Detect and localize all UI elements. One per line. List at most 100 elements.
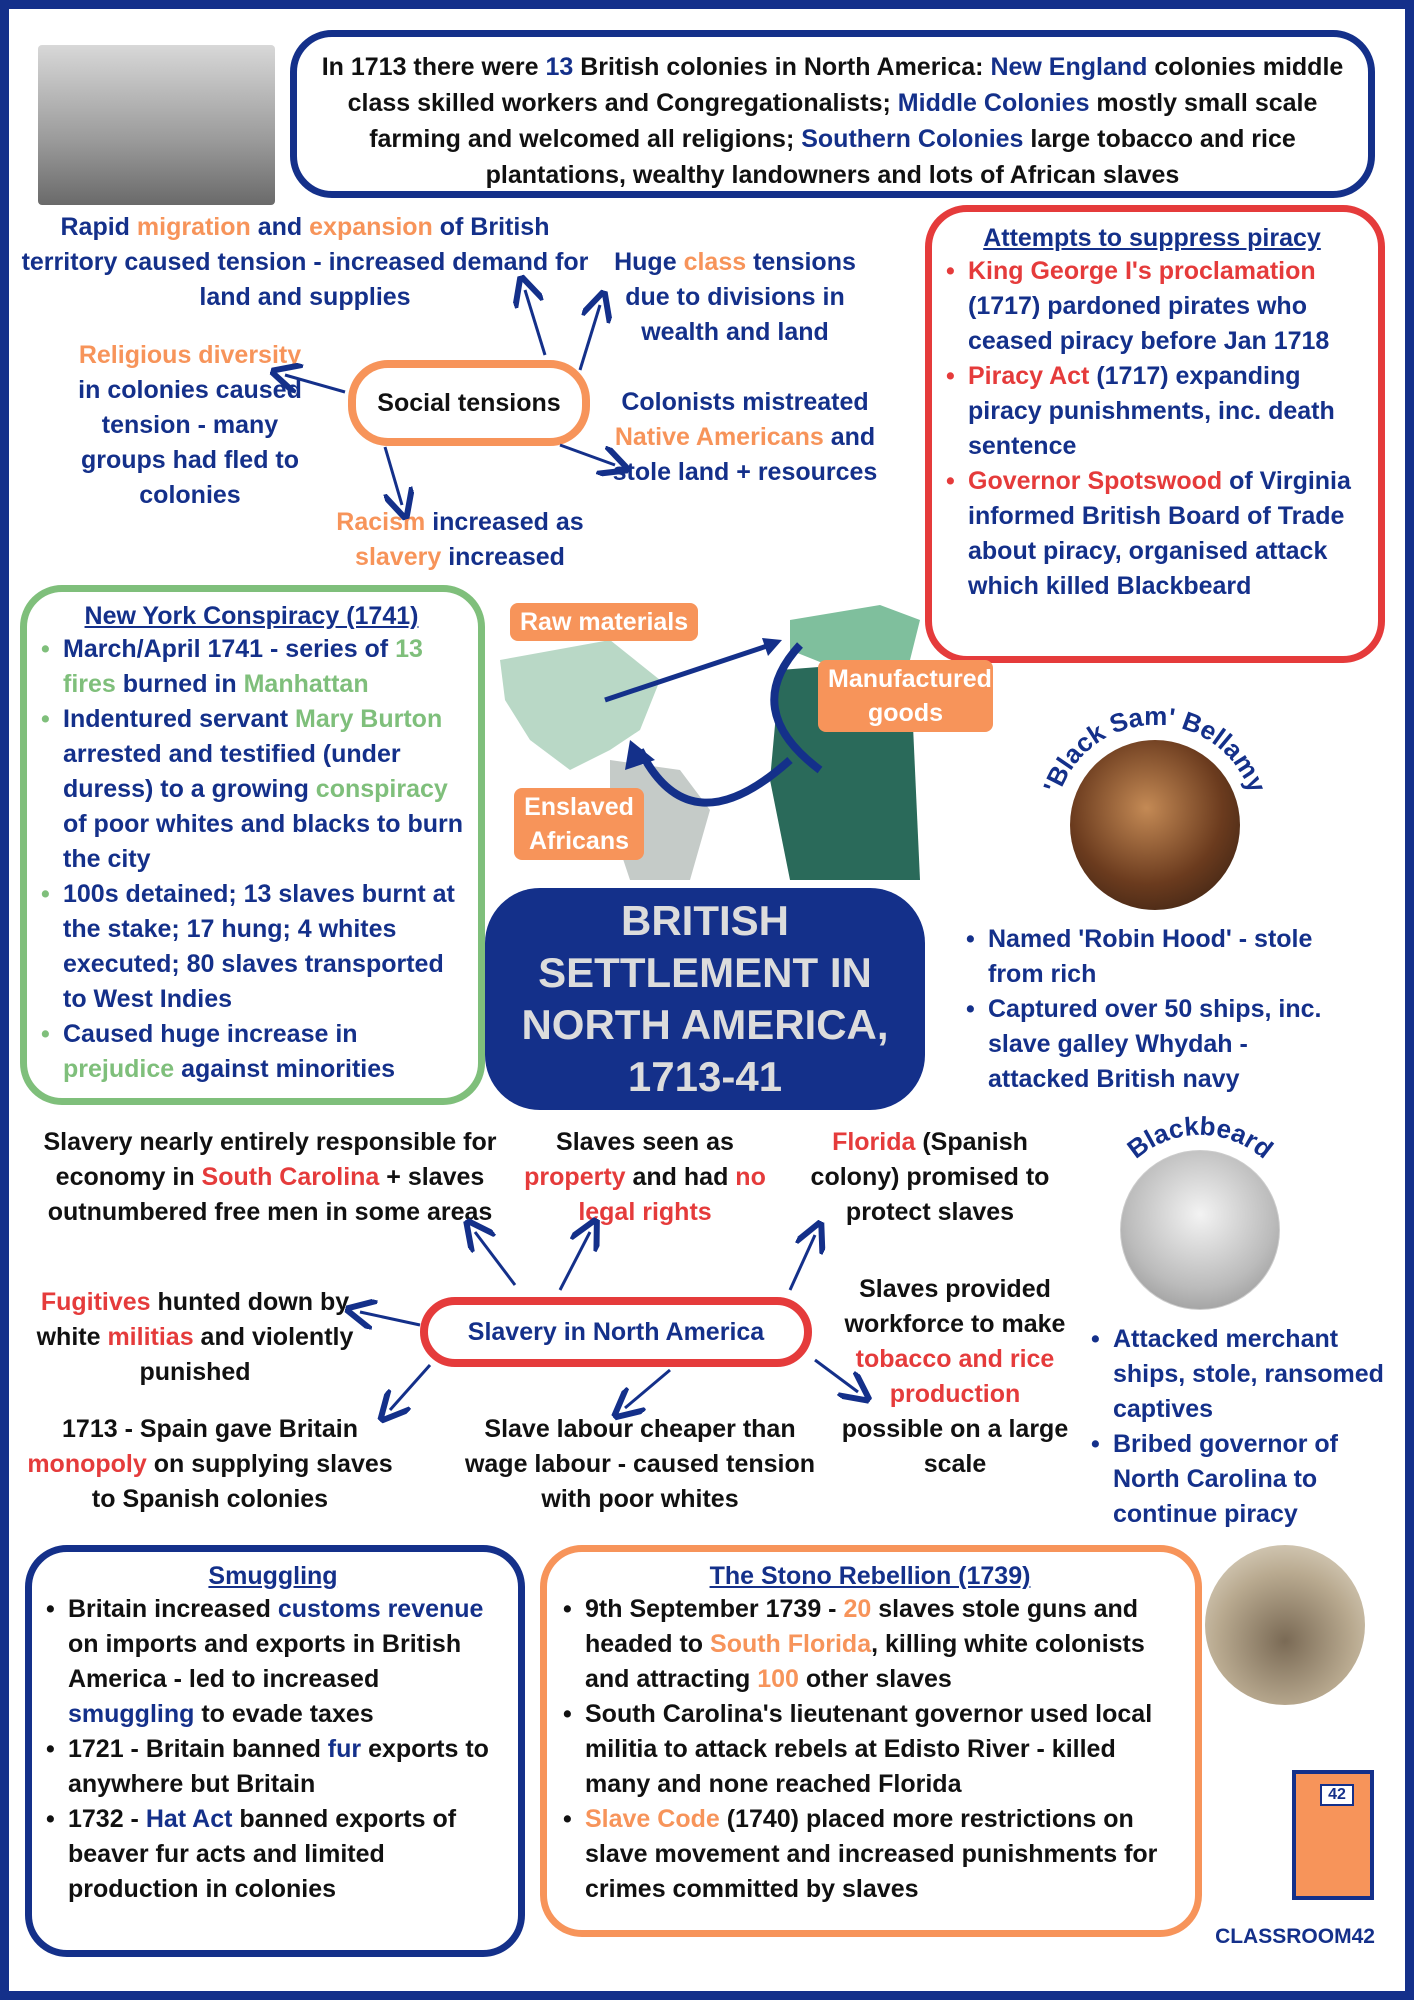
text-segment: exports to anywhere but Britain — [68, 1735, 489, 1798]
ny-conspiracy-box: New York Conspiracy (1741) March/April 1… — [20, 585, 485, 1105]
text-segment: , killing white colonists and attracting — [585, 1630, 1145, 1693]
enslaved-africans-arrowhead — [625, 740, 655, 770]
smuggling-box: Smuggling Britain increased customs reve… — [25, 1545, 525, 1957]
text-segment: in colonies caused tension - many groups… — [78, 376, 302, 509]
bullet-text: Piracy Act (1717) expanding piracy punis… — [968, 362, 1335, 460]
text-segment: arrested and testified (under duress) to… — [63, 740, 401, 803]
text-segment: Manhattan — [243, 670, 369, 698]
text-segment: colonies middle class skilled workers an… — [347, 53, 1344, 117]
text-segment: smuggling — [68, 1700, 195, 1728]
bullet-text: Captured over 50 ships, inc. slave galle… — [988, 995, 1321, 1093]
slavery-label: Slavery in North America — [467, 1317, 765, 1346]
text-segment: Caused huge increase in — [63, 1020, 358, 1048]
manufactured-goods-arrow — [770, 642, 823, 774]
text-segment: against minorities — [174, 1055, 396, 1083]
bullet-item: King George I's proclamation (1717) pard… — [940, 254, 1364, 359]
text-segment: 1721 - Britain banned — [68, 1735, 328, 1763]
piracy-heading: Attempts to suppress piracy — [983, 224, 1321, 252]
ny-heading: New York Conspiracy (1741) — [84, 602, 419, 630]
text-segment: Bribed governor of North Carolina to con… — [1113, 1430, 1339, 1528]
page-title: BRITISH SETTLEMENT IN NORTH AMERICA, 171… — [521, 897, 889, 1100]
arrow-property — [558, 1232, 590, 1291]
text-segment: + slaves outnumbered free men in some ar… — [47, 1163, 493, 1226]
bullet-text: 9th September 1739 - 20 slaves stole gun… — [585, 1595, 1145, 1693]
blackbeard-portrait — [1120, 1150, 1280, 1310]
text-segment: (Spanish colony) promised to protect sla… — [810, 1128, 1050, 1226]
bullet-item: March/April 1741 - series of 13 fires bu… — [35, 632, 468, 702]
text-segment: 9th September 1739 - — [585, 1595, 844, 1623]
racism-note: Racism increased as slavery increased — [310, 505, 610, 575]
stono-box: The Stono Rebellion (1739) 9th September… — [540, 1545, 1202, 1937]
text-segment: Florida — [832, 1128, 916, 1156]
arrow-cheaper — [625, 1368, 671, 1408]
bullet-item: Governor Spotswood of Virginia informed … — [940, 464, 1364, 604]
class-note: Huge class tensions due to divisions in … — [590, 245, 880, 350]
svg-text:Blackbeard: Blackbeard — [1121, 1111, 1278, 1165]
text-segment: Huge — [614, 248, 684, 276]
blackbeard-list: Attacked merchant ships, stole, ransomed… — [1085, 1322, 1385, 1532]
bullet-item: Captured over 50 ships, inc. slave galle… — [960, 992, 1330, 1097]
text-segment: 1713 - Spain gave Britain — [62, 1415, 358, 1443]
rebellion-painting — [1205, 1545, 1365, 1705]
text-segment: of British territory caused tension - in… — [21, 213, 589, 311]
manufactured-goods-text: Manufactured goods — [828, 665, 992, 727]
bullet-text: King George I's proclamation (1717) pard… — [968, 257, 1329, 355]
svg-text:'Black Sam' Bellamy: 'Black Sam' Bellamy — [1037, 701, 1273, 797]
migration-note: Rapid migration and expansion of British… — [20, 210, 590, 315]
text-segment: increased as — [425, 508, 584, 536]
workforce-note: Slaves provided workforce to make tobacc… — [840, 1272, 1070, 1482]
text-segment: on imports and exports in British Americ… — [68, 1630, 462, 1693]
bullet-text: March/April 1741 - series of 13 fires bu… — [63, 635, 423, 698]
text-segment: and violently punished — [139, 1323, 354, 1386]
text-segment: 100 — [757, 1665, 799, 1693]
bullet-item: South Carolina's lieutenant governor use… — [557, 1697, 1183, 1802]
bullet-text: Britain increased customs revenue on imp… — [68, 1595, 483, 1728]
bullet-item: Slave Code (1740) placed more restrictio… — [557, 1802, 1183, 1907]
arrow-spain — [390, 1364, 432, 1410]
text-segment: monopoly — [27, 1450, 147, 1478]
text-segment: New England — [990, 53, 1148, 81]
property-note: Slaves seen as property and had no legal… — [510, 1125, 780, 1230]
text-segment: Southern Colonies — [801, 125, 1024, 153]
manufactured-goods-label: Manufactured goods — [818, 660, 993, 732]
text-segment: conspiracy — [315, 775, 448, 803]
bullet-item: Bribed governor of North Carolina to con… — [1085, 1427, 1385, 1532]
text-segment: (1717) pardoned pirates who ceased pirac… — [968, 292, 1330, 355]
text-segment: Britain increased — [68, 1595, 278, 1623]
bellamy-list: Named 'Robin Hood' - stole from richCapt… — [960, 922, 1330, 1097]
bullet-item: Attacked merchant ships, stole, ransomed… — [1085, 1322, 1385, 1427]
north-america-land — [500, 640, 660, 770]
text-segment: British colonies in North America: — [573, 53, 991, 81]
bellamy-portrait — [1070, 740, 1240, 910]
text-segment: Mary Burton — [295, 705, 443, 733]
text-segment: increased — [441, 543, 565, 571]
text-segment: to evade taxes — [194, 1700, 374, 1728]
door-number: 42 — [1320, 1784, 1354, 1806]
bullet-item: Named 'Robin Hood' - stole from rich — [960, 922, 1330, 992]
enslaved-africans-text: Enslaved Africans — [524, 793, 634, 855]
text-segment: 20 — [843, 1595, 872, 1623]
text-segment: mostly small scale farming and welcomed … — [369, 89, 1318, 153]
arrow-racism — [385, 446, 402, 505]
bullet-text: Caused huge increase in prejudice agains… — [63, 1020, 395, 1083]
text-segment: and had — [625, 1163, 736, 1191]
religious-note: Religious diversity in colonies caused t… — [70, 338, 310, 513]
arrow-florida — [788, 1235, 815, 1291]
raw-materials-arrowhead — [762, 638, 782, 656]
text-segment: Named 'Robin Hood' - stole from rich — [988, 925, 1313, 988]
bullet-text: Slave Code (1740) placed more restrictio… — [585, 1805, 1157, 1903]
bellamy-name: 'Black Sam' Bellamy — [1037, 701, 1273, 797]
blackbeard-name-arc: Blackbeard — [1121, 1111, 1278, 1165]
text-segment: expansion — [309, 213, 433, 241]
bullet-item: 1721 - Britain banned fur exports to any… — [40, 1732, 506, 1802]
smuggling-heading: Smuggling — [208, 1562, 338, 1590]
text-segment: March/April 1741 - series of — [63, 635, 396, 663]
text-segment: Slavery nearly entirely responsible for … — [43, 1128, 497, 1191]
bullet-text: Named 'Robin Hood' - stole from rich — [988, 925, 1312, 988]
text-segment: tobacco and rice production — [855, 1345, 1055, 1408]
text-segment: In 1713 there were — [321, 53, 546, 81]
text-segment: South Carolina's lieutenant governor use… — [585, 1700, 1153, 1798]
text-segment: customs revenue — [277, 1595, 484, 1623]
text-segment: 13 fires — [63, 635, 423, 698]
text-segment: Native Americans — [614, 423, 824, 451]
